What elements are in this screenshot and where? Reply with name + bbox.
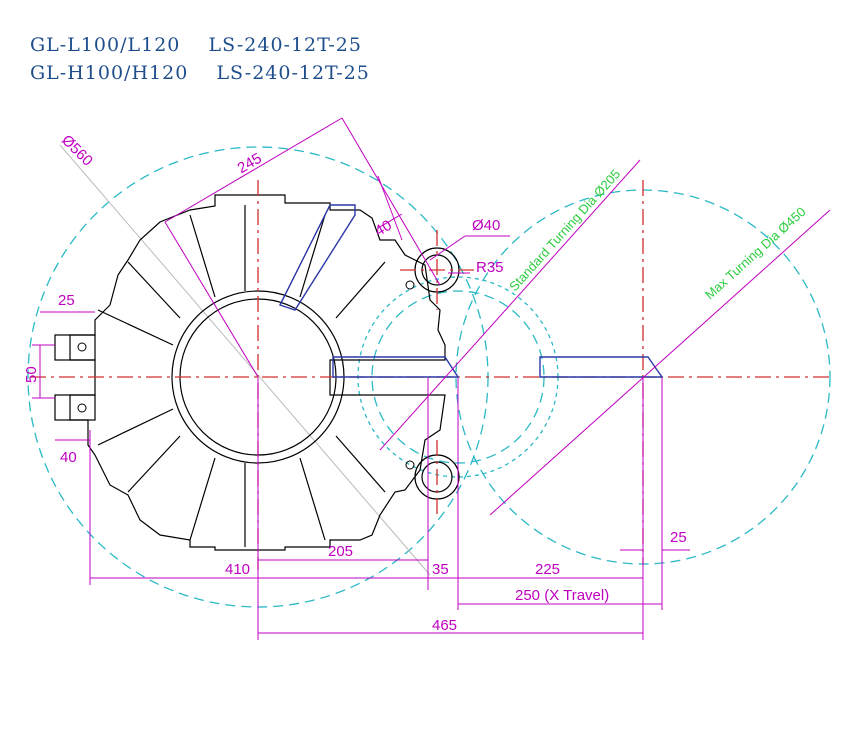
dim-r35: R35	[476, 259, 504, 276]
dim-250-x-travel: 250 (X Travel)	[515, 587, 609, 604]
dim-40-top: 40	[372, 217, 395, 240]
dim-245: 245	[235, 150, 265, 177]
dim-35: 35	[432, 561, 449, 578]
dim-40-left: 40	[60, 449, 77, 466]
screw-icon	[77, 342, 87, 352]
dim-25-left: 25	[58, 292, 75, 309]
boring-bar-tool	[279, 204, 356, 311]
left-holder-top	[54, 334, 96, 361]
dim-diameter-560: Ø560	[58, 132, 96, 170]
model-line-1: GL-L100/L120 LS-240-12T-25	[30, 34, 362, 56]
dim-50: 50	[23, 366, 40, 383]
dim-465: 465	[432, 617, 457, 634]
dim-o40: Ø40	[472, 217, 500, 234]
screw-icon	[77, 403, 87, 413]
dim-205: 205	[328, 543, 353, 560]
dim-25-right: 25	[670, 529, 687, 546]
screw-icon	[405, 280, 415, 290]
turning-tool-left	[332, 356, 460, 378]
dim-225: 225	[535, 561, 560, 578]
label-max-turning-dia: Max Turning Dia Ø450	[702, 204, 809, 302]
diameter-leader	[59, 144, 431, 576]
screw-icon	[405, 460, 415, 470]
left-holder-bottom	[54, 394, 96, 421]
label-standard-turning-dia: Standard Turning Dia Ø205	[506, 166, 623, 294]
dim-410: 410	[225, 561, 250, 578]
station-dividers	[97, 205, 386, 547]
model-line-2: GL-H100/H120 LS-240-12T-25	[30, 62, 370, 84]
turning-tool-right	[539, 356, 664, 378]
dimension-lines	[32, 117, 831, 640]
